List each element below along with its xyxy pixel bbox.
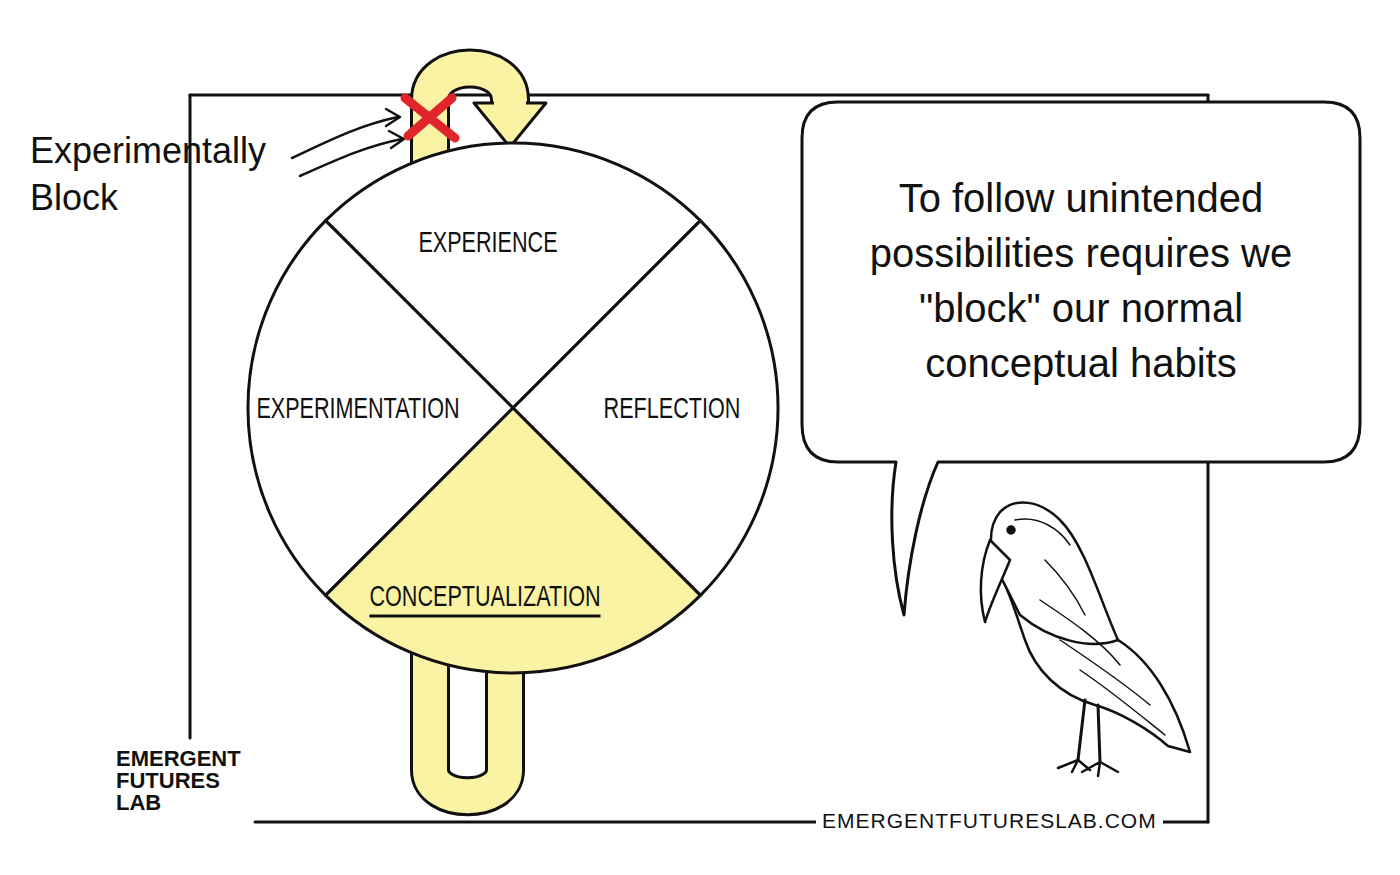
sector-label: EXPERIENCE — [418, 225, 557, 259]
url-text: EMERGENTFUTURESLAB.COM — [816, 808, 1163, 833]
cycle-sector: REFLECTION — [248, 143, 778, 673]
arrow-head — [389, 131, 404, 148]
crow-legs — [1078, 700, 1100, 762]
frame-top — [190, 94, 1208, 97]
leader-line — [292, 117, 398, 158]
crow-feet — [1058, 760, 1118, 776]
bubble-text-area: To follow unintended possibilities requi… — [830, 118, 1332, 444]
band-fill — [430, 69, 510, 797]
x-stroke — [405, 98, 455, 138]
bubble-path — [802, 102, 1360, 615]
crow-eye — [1008, 527, 1015, 534]
sector-label: REFLECTION — [604, 391, 741, 425]
logo-text: EMERGENT FUTURES LAB — [116, 748, 252, 814]
sector-label: EXPERIMENTATION — [256, 391, 459, 425]
sector-wedge — [513, 221, 778, 596]
leader-arrows — [292, 109, 404, 176]
sector-wedge — [326, 143, 701, 408]
cycle-sector: EXPERIENCE — [248, 143, 778, 673]
cycle-sector: EXPERIMENTATION — [248, 143, 778, 673]
sector-shape — [248, 143, 778, 673]
sector-label: CONCEPTUALIZATION — [369, 579, 600, 618]
sector-wedge — [248, 221, 513, 596]
sector-shape — [248, 143, 778, 673]
speech-text: To follow unintended possibilities requi… — [830, 171, 1332, 392]
sector-wedge — [326, 408, 701, 673]
arrow-head — [474, 103, 546, 147]
frame-left — [189, 95, 192, 738]
arrow-head — [386, 109, 400, 126]
speech-bubble: To follow unintended possibilities requi… — [800, 100, 1362, 620]
band-outline — [430, 69, 510, 797]
red-x-mark — [405, 98, 455, 138]
sector-shape — [248, 143, 778, 673]
crow-head-neck — [991, 503, 1118, 644]
head-join — [494, 101, 526, 106]
sector-shape — [248, 143, 778, 673]
annotation-text: Experimentally Block — [30, 128, 300, 222]
loop-arrow — [430, 69, 546, 797]
leader-line — [300, 139, 402, 176]
x-stroke — [408, 98, 452, 136]
cycle-sector: CONCEPTUALIZATION — [248, 143, 778, 673]
crow-beak — [981, 540, 1010, 622]
crow-illustration — [981, 503, 1190, 776]
crow-feathers — [1015, 519, 1165, 735]
